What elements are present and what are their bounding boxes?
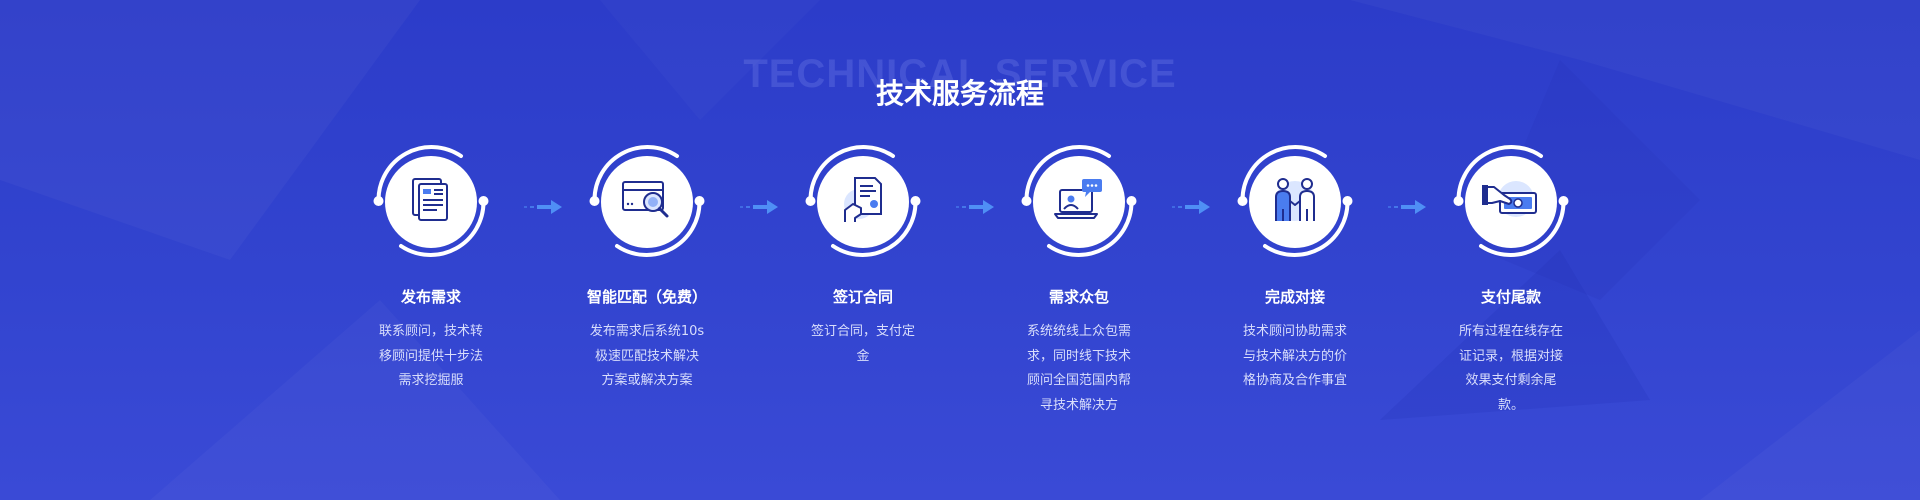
arrow-right-icon bbox=[1388, 200, 1426, 214]
step-icon-circle bbox=[1033, 156, 1125, 248]
step-description: 签订合同，支付定金 bbox=[810, 324, 915, 364]
step-description: 所有过程在线存在证记录，根据对接效果支付剩余尾款。 bbox=[1458, 324, 1563, 413]
step-ring bbox=[805, 145, 921, 257]
step-ring bbox=[1021, 145, 1137, 257]
step-title: 发布需求 bbox=[400, 288, 461, 306]
step-description: 联系顾问，技术转移顾问提供十步法需求挖掘服 bbox=[378, 324, 483, 388]
section-title: 技术服务流程 bbox=[875, 77, 1044, 110]
step-icon-circle bbox=[1249, 156, 1341, 248]
handshake-people-icon bbox=[1268, 175, 1322, 229]
laptop-chat-icon bbox=[1052, 176, 1106, 228]
step-title: 签订合同 bbox=[832, 288, 893, 306]
payment-cash-icon bbox=[1480, 177, 1542, 227]
step-description: 技术顾问协助需求与技术解决方的价格协商及合作事宜 bbox=[1242, 324, 1347, 388]
arrow-right-icon bbox=[740, 200, 778, 214]
document-icon bbox=[409, 176, 453, 228]
step-icon-circle bbox=[1465, 156, 1557, 248]
step-icon-circle bbox=[817, 156, 909, 248]
step-title: 完成对接 bbox=[1264, 288, 1325, 306]
step-ring bbox=[1453, 145, 1569, 257]
step-icon-circle bbox=[385, 156, 477, 248]
arrow-right-icon bbox=[956, 200, 994, 214]
step-icon-circle bbox=[601, 156, 693, 248]
contract-sign-icon bbox=[839, 174, 887, 230]
step-description: 系统统线上众包需求，同时线下技术顾问全国范国内帮寻技术解决方 bbox=[1026, 324, 1131, 413]
background-title: TECHNICAL SERVICE bbox=[743, 52, 1177, 96]
step-description: 发布需求后系统10s极速匹配技术解决方案或解决方案 bbox=[589, 324, 705, 388]
step-title: 需求众包 bbox=[1048, 288, 1109, 306]
search-box-icon bbox=[620, 176, 674, 228]
step-ring bbox=[589, 145, 705, 257]
step-title: 支付尾款 bbox=[1480, 288, 1541, 306]
step-title: 智能匹配（免费） bbox=[586, 288, 707, 306]
arrow-right-icon bbox=[1172, 200, 1210, 214]
step-ring bbox=[1237, 145, 1353, 257]
arrow-right-icon bbox=[524, 200, 562, 214]
step-ring bbox=[373, 145, 489, 257]
